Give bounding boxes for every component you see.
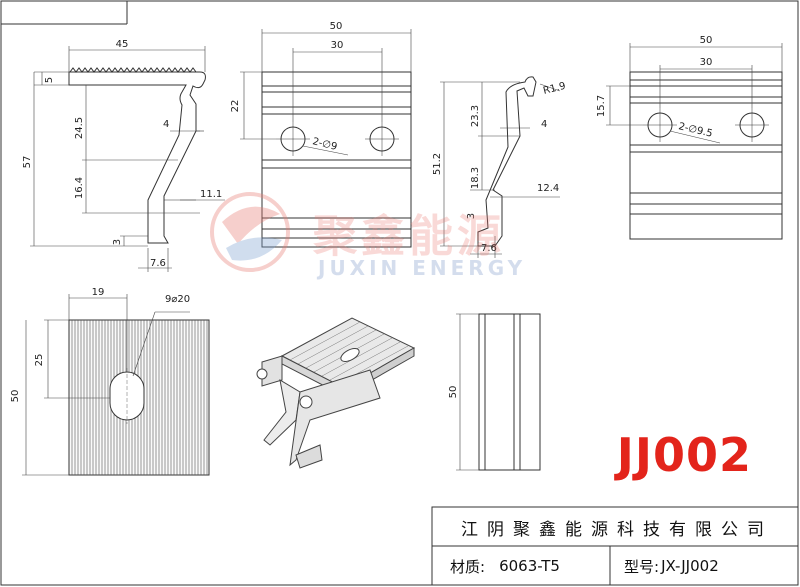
profile-right-dimensions: [440, 81, 561, 258]
front-top-view: [261, 71, 412, 248]
isometric-view: [256, 317, 416, 469]
dim-profile-left-upper-height: 24.5: [74, 117, 85, 139]
dim-plan-bottom-height: 50: [10, 390, 21, 403]
dim-profile-left-total-height: 57: [22, 156, 33, 169]
watermark-name-cn: 聚鑫能源: [313, 211, 505, 262]
model-row: 型号: JX-JJ002: [624, 548, 796, 584]
dim-front-right-width: 50: [700, 35, 713, 46]
plan-bottom-dimensions: [22, 294, 190, 476]
watermark-logo-icon: [210, 192, 290, 272]
front-right-dimensions: [606, 43, 783, 144]
front-right-view: [629, 71, 783, 240]
material-label: 材质:: [450, 557, 486, 576]
dim-front-top-hole-spacing: 30: [331, 40, 344, 51]
dim-profile-left-neck: 4: [163, 119, 169, 130]
dim-profile-left-width: 45: [116, 39, 129, 50]
dim-profile-right-foot-width: 7.6: [481, 243, 497, 254]
model-value: JX-JJ002: [661, 557, 719, 575]
dim-profile-right-neck: 4: [541, 119, 547, 130]
profile-left-view: [68, 67, 206, 244]
material-value: 6063-T5: [499, 557, 560, 575]
material-row: 材质: 6063-T5: [450, 548, 610, 584]
company-name: 江阴聚鑫能源科技有限公司: [461, 519, 773, 540]
side-bottom-view: [478, 313, 541, 471]
side-bottom-dimensions: [456, 313, 479, 471]
dim-front-top-hole-offset: 22: [230, 100, 241, 113]
front-top-dimensions: [240, 29, 412, 156]
dim-profile-right-radius: R1.9: [542, 81, 567, 97]
title-block: [431, 506, 799, 586]
dim-profile-right-total-height: 51.2: [432, 153, 443, 175]
model-code-label: JJ002: [616, 428, 752, 482]
dim-plan-bottom-half-height: 25: [34, 354, 45, 367]
dim-profile-left-foot-width: 7.6: [150, 258, 166, 269]
dim-front-right-hole-spacing: 30: [700, 57, 713, 68]
dim-profile-right-lower-height: 18.3: [470, 167, 481, 189]
dim-side-bottom-height: 50: [448, 386, 459, 399]
dim-profile-right-foot-height: 3: [466, 213, 477, 219]
dim-profile-right-offset: 12.4: [537, 183, 559, 194]
dim-plan-bottom-slot-offset: 19: [92, 287, 105, 298]
dim-profile-left-offset: 11.1: [200, 189, 222, 200]
dim-plan-bottom-slot-spec: 9⌀20: [165, 294, 190, 305]
profile-left-dimensions: [30, 46, 225, 272]
dim-profile-right-upper-height: 23.3: [470, 105, 481, 127]
dim-profile-left-foot-height: 3: [112, 239, 123, 245]
dim-profile-left-top-edge: 5: [44, 77, 55, 83]
plan-bottom-view: [68, 319, 210, 476]
dim-front-top-width: 50: [330, 21, 343, 32]
model-label: 型号:: [624, 557, 660, 576]
dim-profile-left-lower-height: 16.4: [74, 177, 85, 199]
watermark-name-en: JUXIN ENERGY: [318, 256, 527, 280]
profile-right-view: [477, 76, 537, 247]
dim-front-right-hole-offset: 15.7: [596, 95, 607, 117]
